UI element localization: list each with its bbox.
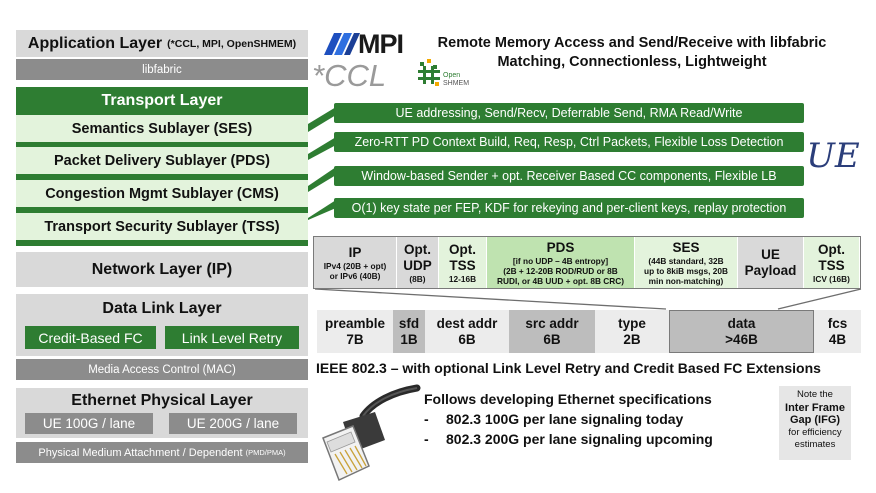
divider — [16, 240, 308, 246]
pma-label: Physical Medium Attachment / Dependent — [38, 446, 243, 459]
frame-field-src-addr: src addr 6B — [509, 310, 595, 353]
ue200-box: UE 200G / lane — [169, 413, 297, 434]
header-field-payload: UE Payload — [737, 237, 803, 288]
ses-label: Semantics Sublayer (SES) — [71, 120, 253, 137]
application-layer-label: Application Layer — [27, 34, 163, 52]
application-layer: Application Layer (*CCL, MPI, OpenSHMEM) — [16, 30, 308, 57]
header-field-pds: PDS [if no UDP – 4B entropy] (2B + 12-20… — [486, 237, 634, 288]
ethernet-physical-layer: Ethernet Physical Layer UE 100G / lane U… — [16, 388, 308, 438]
callout-connectors — [308, 107, 336, 220]
ifg-note-line-4: for efficiency — [788, 426, 842, 438]
openshmem-text-2: SHMEM — [443, 80, 470, 87]
mpi-logo-icon — [324, 33, 360, 55]
frame-field-sfd: sfd 1B — [393, 310, 425, 353]
ses-callout-text: UE addressing, Send/Recv, Deferrable Sen… — [395, 106, 743, 120]
divider — [16, 207, 308, 213]
ue100-box: UE 100G / lane — [25, 413, 153, 434]
ifg-note-line-1: Note the — [797, 389, 833, 400]
openshmem-text-1: Open — [443, 72, 461, 79]
ue-logo: UE — [805, 135, 861, 177]
ue-logo-text: UE — [806, 136, 860, 176]
bullet-dash: - — [424, 431, 429, 447]
heading-line-2: Matching, Connectionless, Lightweight — [497, 54, 767, 70]
pma-bar: Physical Medium Attachment / Dependent (… — [16, 442, 308, 463]
ethernet-phys-label: Ethernet Physical Layer — [71, 392, 253, 409]
ethernet-notes: Follows developing Ethernet specificatio… — [424, 389, 764, 449]
ue200-label: UE 200G / lane — [186, 416, 280, 431]
link-retry-label: Link Level Retry — [181, 329, 283, 346]
tss-callout: O(1) key state per FEP, KDF for rekeying… — [334, 198, 804, 218]
mpi-logo-text: MPI — [358, 29, 404, 59]
data-link-layer-label: Data Link Layer — [102, 300, 222, 317]
header-field-udp: Opt. UDP (8B) — [396, 237, 438, 288]
transport-layer: Transport Layer — [16, 87, 308, 115]
tss-sublayer: Transport Security Sublayer (TSS) — [16, 213, 308, 240]
frame-field-preamble: preamble 7B — [317, 310, 393, 353]
ifg-note-line-5: estimates — [794, 439, 836, 450]
heading: Remote Memory Access and Send/Receive wi… — [412, 34, 852, 72]
mac-bar: Media Access Control (MAC) — [16, 359, 308, 380]
pds-sublayer: Packet Delivery Sublayer (PDS) — [16, 147, 308, 174]
ses-sublayer: Semantics Sublayer (SES) — [16, 115, 308, 142]
ethernet-notes-title: Follows developing Ethernet specificatio… — [424, 391, 712, 407]
pds-callout-text: Zero-RTT PD Context Build, Req, Resp, Ct… — [354, 135, 784, 149]
libfabric-bar: libfabric — [16, 59, 308, 80]
header-field-ip: IP IPv4 (20B + opt) or IPv6 (40B) — [314, 237, 396, 288]
cms-sublayer: Congestion Mgmt Sublayer (CMS) — [16, 180, 308, 207]
link-retry-box: Link Level Retry — [165, 326, 299, 349]
ue100-label: UE 100G / lane — [42, 416, 136, 431]
credit-fc-box: Credit-Based FC — [25, 326, 156, 349]
ccl-logo: *CCL — [312, 60, 386, 92]
credit-fc-label: Credit-Based FC — [38, 329, 143, 346]
pds-callout: Zero-RTT PD Context Build, Req, Resp, Ct… — [334, 132, 804, 152]
heading-line-1: Remote Memory Access and Send/Receive wi… — [437, 35, 827, 51]
cms-label: Congestion Mgmt Sublayer (CMS) — [45, 185, 279, 202]
mpi-logo: MPI — [318, 29, 408, 59]
divider — [16, 174, 308, 180]
data-link-layer: Data Link Layer Credit-Based FC Link Lev… — [16, 294, 308, 356]
network-layer-label: Network Layer (IP) — [91, 260, 233, 278]
pma-sub: (PMD/PMA) — [245, 448, 286, 457]
pds-label: Packet Delivery Sublayer (PDS) — [54, 152, 270, 169]
network-layer: Network Layer (IP) — [16, 252, 308, 287]
ccl-logo-text: *CCL — [312, 58, 387, 93]
packet-header-table: IP IPv4 (20B + opt) or IPv6 (40B) Opt. U… — [313, 236, 861, 289]
ethernet-cable-icon — [322, 384, 421, 482]
ifg-note-line-2: Inter Frame — [785, 401, 845, 414]
cms-callout-text: Window-based Sender + opt. Receiver Base… — [361, 169, 777, 183]
libfabric-label: libfabric — [142, 63, 182, 76]
ethernet-notes-bullet-2: 802.3 200G per lane signaling upcoming — [446, 431, 713, 447]
tss-callout-text: O(1) key state per FEP, KDF for rekeying… — [351, 201, 787, 215]
cms-callout: Window-based Sender + opt. Receiver Base… — [334, 166, 804, 186]
ses-callout: UE addressing, Send/Recv, Deferrable Sen… — [334, 103, 804, 123]
header-field-tss: Opt. TSS 12-16B — [438, 237, 486, 288]
frame-field-dest-addr: dest addr 6B — [425, 310, 509, 353]
frame-field-fcs: fcs 4B — [814, 310, 861, 353]
header-field-tss-icv: Opt. TSS ICV (16B) — [803, 237, 859, 288]
openshmem-logo-icon — [418, 59, 440, 86]
openshmem-logo: Open SHMEM — [416, 55, 476, 91]
ieee-caption: IEEE 802.3 – with optional Link Level Re… — [316, 360, 821, 376]
application-layer-sub: (*CCL, MPI, OpenSHMEM) — [167, 37, 297, 50]
transport-layer-label: Transport Layer — [101, 92, 223, 109]
frame-field-type: type 2B — [595, 310, 669, 353]
ethernet-frame: preamble 7B sfd 1B dest addr 6B src addr… — [317, 310, 861, 353]
ethernet-notes-bullet-1: 802.3 100G per lane signaling today — [446, 411, 684, 427]
ifg-note-line-3: Gap (IFG) — [789, 414, 841, 426]
divider — [16, 142, 308, 147]
ifg-note: Note the Inter Frame Gap (IFG) for effic… — [779, 386, 851, 460]
mac-label: Media Access Control (MAC) — [88, 363, 236, 376]
bullet-dash: - — [424, 411, 429, 427]
tss-label: Transport Security Sublayer (TSS) — [44, 218, 280, 235]
header-field-ses: SES (44B standard, 32B up to 8kiB msgs, … — [634, 237, 737, 288]
frame-field-data: data >46B — [669, 310, 814, 353]
